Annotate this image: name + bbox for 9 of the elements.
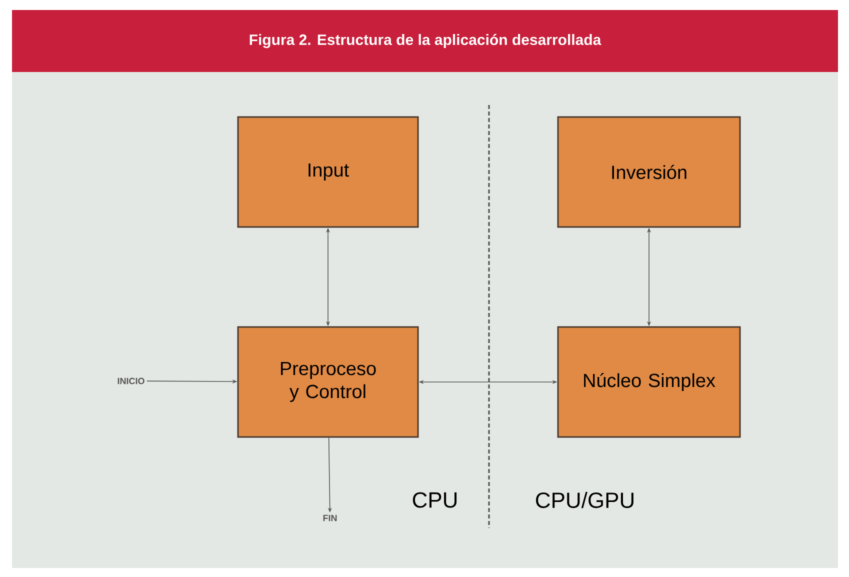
title-banner: Figura 2. Estructura de la aplicación desarrollada <box>12 10 838 72</box>
process-box: Preproceso y Control <box>237 326 419 438</box>
terminal-label: FIN <box>323 514 337 522</box>
process-box: Inversión <box>557 116 741 228</box>
process-box: Input <box>237 116 419 228</box>
region-label: CPU <box>410 491 460 509</box>
process-box: Núcleo Simplex <box>557 326 741 438</box>
region-label: CPU/GPU <box>534 490 636 510</box>
terminal-label: INICIO <box>118 378 144 384</box>
